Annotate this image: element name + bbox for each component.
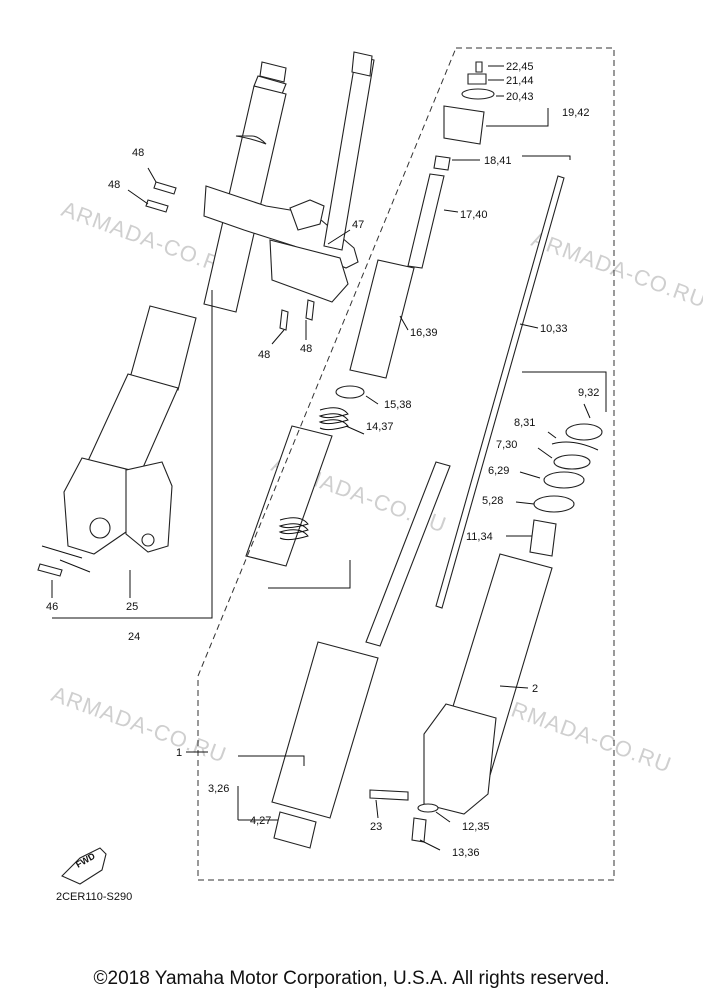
part-label: 47 bbox=[352, 219, 364, 231]
part-label: 21,44 bbox=[506, 75, 534, 87]
bolt-48 bbox=[37, 181, 315, 577]
part-label: 13,36 bbox=[452, 847, 480, 859]
part-label: 18,41 bbox=[484, 155, 512, 167]
part-label: 10,33 bbox=[540, 323, 568, 335]
part-label: 3,26 bbox=[208, 783, 229, 795]
part-label: 7,30 bbox=[496, 439, 517, 451]
part-label: 2 bbox=[532, 683, 538, 695]
part-label: 12,35 bbox=[462, 821, 490, 833]
group-boundary bbox=[197, 47, 615, 881]
part-label: 25 bbox=[126, 601, 138, 613]
part-label: 1 bbox=[176, 747, 182, 759]
part-label: 20,43 bbox=[506, 91, 534, 103]
cartridge-parts bbox=[245, 61, 603, 849]
part-label: 9,32 bbox=[578, 387, 599, 399]
part-label: 24 bbox=[128, 631, 140, 643]
watermark: ARMADA-CO.RU bbox=[528, 226, 703, 313]
part-label: 16,39 bbox=[410, 327, 438, 339]
part-label: 48 bbox=[132, 147, 144, 159]
group-boundary bbox=[197, 47, 457, 677]
part-label: 14,37 bbox=[366, 421, 394, 433]
part-label: 17,40 bbox=[460, 209, 488, 221]
part-label: 48 bbox=[108, 179, 120, 191]
part-label: 4,27 bbox=[250, 815, 271, 827]
diagram-reference-code: 2CER110-S290 bbox=[56, 891, 132, 903]
part-label: 15,38 bbox=[384, 399, 412, 411]
leader-lines bbox=[51, 65, 591, 851]
part-label: 48 bbox=[258, 349, 270, 361]
part-label: 23 bbox=[370, 821, 382, 833]
part-label: 11,34 bbox=[466, 531, 493, 543]
part-label: 6,29 bbox=[488, 465, 509, 477]
part-label: 22,45 bbox=[506, 61, 534, 73]
part-label: 5,28 bbox=[482, 495, 503, 507]
part-label: 8,31 bbox=[514, 417, 535, 429]
copyright-notice: ©2018 Yamaha Motor Corporation, U.S.A. A… bbox=[93, 968, 610, 989]
part-label: 48 bbox=[300, 343, 312, 355]
part-label: 46 bbox=[46, 601, 58, 613]
watermark: ARMADA-CO.RU bbox=[48, 681, 230, 768]
watermark: ARMADA-CO.RU bbox=[493, 691, 675, 778]
part-label: 19,42 bbox=[562, 107, 590, 119]
fwd-arrow-icon: FWD bbox=[61, 847, 107, 885]
assembled-fork bbox=[41, 51, 375, 573]
